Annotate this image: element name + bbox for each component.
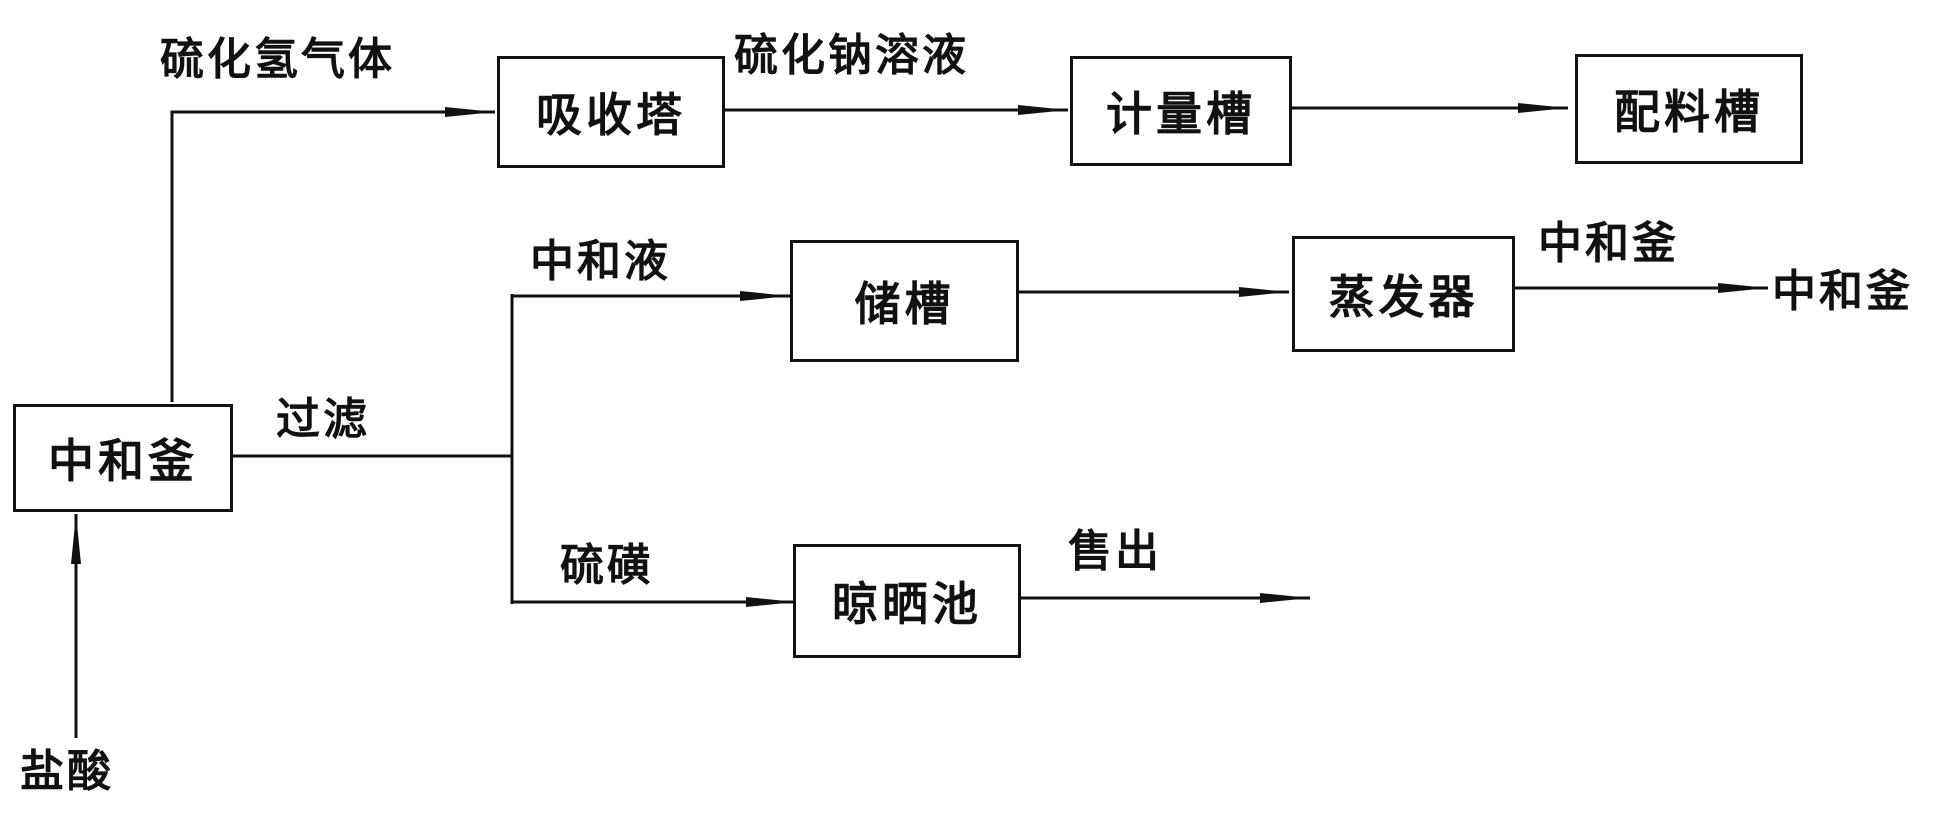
kettle-destination-label: 中和釜 (1772, 266, 1913, 317)
storage-tank-box: 储槽 (790, 240, 1019, 362)
batching-tank-label: 配料槽 (1614, 85, 1764, 139)
absorption-tower-label: 吸收塔 (536, 88, 686, 142)
metering-tank-label: 计量槽 (1106, 87, 1256, 141)
evaporator-label: 蒸发器 (1328, 270, 1479, 324)
neutralization-kettle-label: 中和釜 (48, 434, 198, 488)
evaporator-output-label: 中和釜 (1538, 218, 1679, 269)
evaporator-box: 蒸发器 (1292, 236, 1515, 352)
sodium-sulfide-solution-label: 硫化钠溶液 (734, 30, 969, 81)
filtration-label: 过滤 (276, 394, 370, 445)
drying-pool-box: 晾晒池 (793, 544, 1021, 658)
drying-pool-label: 晾晒池 (832, 577, 982, 631)
neutralization-kettle-box: 中和釜 (13, 404, 233, 512)
hydrochloric-acid-label: 盐酸 (20, 746, 114, 797)
batching-tank-box: 配料槽 (1575, 54, 1803, 164)
absorption-tower-box: 吸收塔 (497, 56, 725, 168)
metering-tank-box: 计量槽 (1070, 56, 1292, 166)
storage-tank-label: 储槽 (854, 277, 955, 331)
hydrogen-sulfide-gas-label: 硫化氢气体 (160, 34, 395, 85)
sulfur-label: 硫磺 (560, 540, 654, 591)
line-h2s-to-absorption (170, 107, 495, 402)
sold-label: 售出 (1068, 526, 1162, 577)
neutralized-liquid-label: 中和液 (530, 236, 671, 287)
